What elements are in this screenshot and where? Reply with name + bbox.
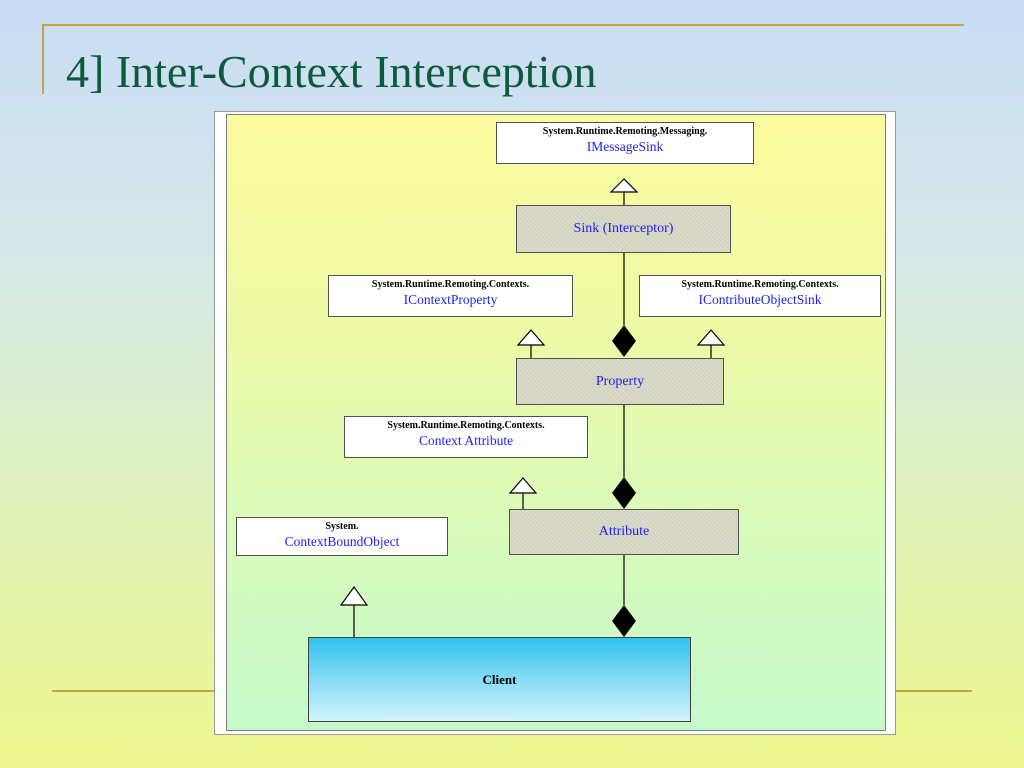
imessagesink-name: IMessageSink — [586, 139, 664, 154]
inheritance-arrow-imessagesink — [609, 178, 639, 193]
client-box: Client — [308, 637, 691, 722]
imessagesink-namespace: System.Runtime.Remoting.Messaging. — [542, 126, 708, 137]
diagram-connectors — [339, 178, 726, 637]
title-left-rule — [42, 24, 44, 94]
client-name: Client — [482, 671, 517, 687]
imessagesink-box: System.Runtime.Remoting.Messaging. IMess… — [496, 122, 754, 164]
inheritance-arrow-icontextproperty — [516, 329, 546, 346]
contextboundobject-name: ContextBoundObject — [284, 534, 400, 549]
icontextproperty-box: System.Runtime.Remoting.Contexts. IConte… — [328, 275, 573, 317]
attribute-box: Attribute — [509, 509, 739, 555]
contextboundobject-box: System. ContextBoundObject — [236, 517, 448, 556]
property-box: Property — [516, 358, 724, 405]
sink-interceptor-box: Sink (Interceptor) — [516, 205, 731, 253]
contextboundobject-namespace: System. — [325, 521, 359, 532]
diagram-figure: System.Runtime.Remoting.Messaging. IMess… — [214, 111, 896, 735]
icontributeobjectsink-box: System.Runtime.Remoting.Contexts. IContr… — [639, 275, 881, 317]
inheritance-arrow-contextattribute — [508, 477, 538, 494]
contextattribute-namespace: System.Runtime.Remoting.Contexts. — [387, 420, 545, 431]
property-name: Property — [595, 373, 645, 389]
icontextproperty-name: IContextProperty — [403, 292, 498, 307]
inheritance-arrow-contextboundobject — [339, 585, 369, 606]
footer-rule-left — [52, 690, 222, 692]
diagram-panel: System.Runtime.Remoting.Messaging. IMess… — [226, 114, 886, 731]
contextattribute-name: Context Attribute — [418, 433, 514, 448]
title-top-rule — [42, 24, 964, 26]
contextattribute-box: System.Runtime.Remoting.Contexts. Contex… — [344, 416, 588, 458]
slide-title: 4] Inter-Context Interception — [66, 46, 597, 97]
icontributeobjectsink-namespace: System.Runtime.Remoting.Contexts. — [681, 279, 839, 290]
inheritance-arrow-icontributeobjectsink — [696, 329, 726, 346]
composition-diamond-attribute — [612, 605, 636, 637]
sink-interceptor-name: Sink (Interceptor) — [573, 221, 674, 236]
icontributeobjectsink-name: IContributeObjectSink — [698, 292, 822, 307]
composition-diamond-property — [612, 477, 636, 509]
attribute-name: Attribute — [598, 524, 650, 539]
footer-rule-right — [888, 690, 972, 692]
composition-diamond-sink — [612, 325, 636, 357]
icontextproperty-namespace: System.Runtime.Remoting.Contexts. — [371, 279, 530, 290]
